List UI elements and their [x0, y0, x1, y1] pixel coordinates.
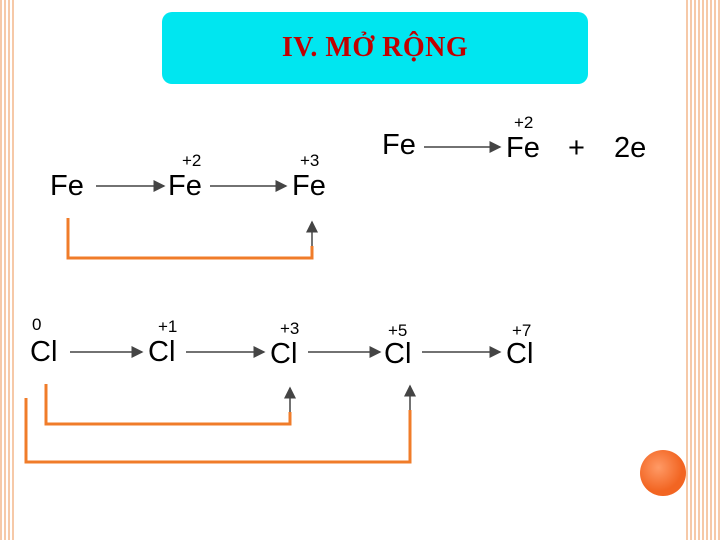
eq-fe-left: Fe	[382, 129, 416, 161]
cl-symbol-5: Cl	[384, 338, 412, 370]
cl-symbol-7: Cl	[506, 338, 534, 370]
cl-ox-1: +1	[158, 317, 178, 336]
fe-ox-3: +3	[300, 151, 320, 170]
cl-symbol-0: Cl	[30, 336, 58, 368]
eq-fe-ox: +2	[514, 113, 534, 132]
bracket-fe-0-to-3	[66, 218, 314, 260]
eq-fe-right: Fe	[506, 132, 540, 164]
bracket-cl-0-to-3	[44, 384, 292, 426]
cl-ox-0: 0	[32, 315, 42, 334]
decorative-orange-circle	[640, 450, 686, 496]
cl-ox-7: +7	[512, 321, 532, 340]
cl-symbol-1: Cl	[148, 336, 176, 368]
right-decorative-border	[686, 0, 720, 540]
cl-ox-5: +5	[388, 321, 408, 340]
bracket-cl-0-to-5	[24, 398, 412, 464]
left-decorative-border	[0, 0, 14, 540]
eq-electrons: 2e	[614, 132, 647, 164]
eq-plus: +	[568, 132, 585, 164]
title-banner: IV. MỞ RỘNG	[162, 12, 588, 84]
slide-title: IV. MỞ RỘNG	[281, 32, 469, 63]
fe-symbol-2: Fe	[168, 170, 202, 202]
fe-symbol-0: Fe	[50, 170, 84, 202]
fe-symbol-3: Fe	[292, 170, 326, 202]
cl-ox-3: +3	[280, 319, 300, 338]
cl-symbol-3: Cl	[270, 338, 298, 370]
fe-ox-2: +2	[182, 151, 202, 170]
